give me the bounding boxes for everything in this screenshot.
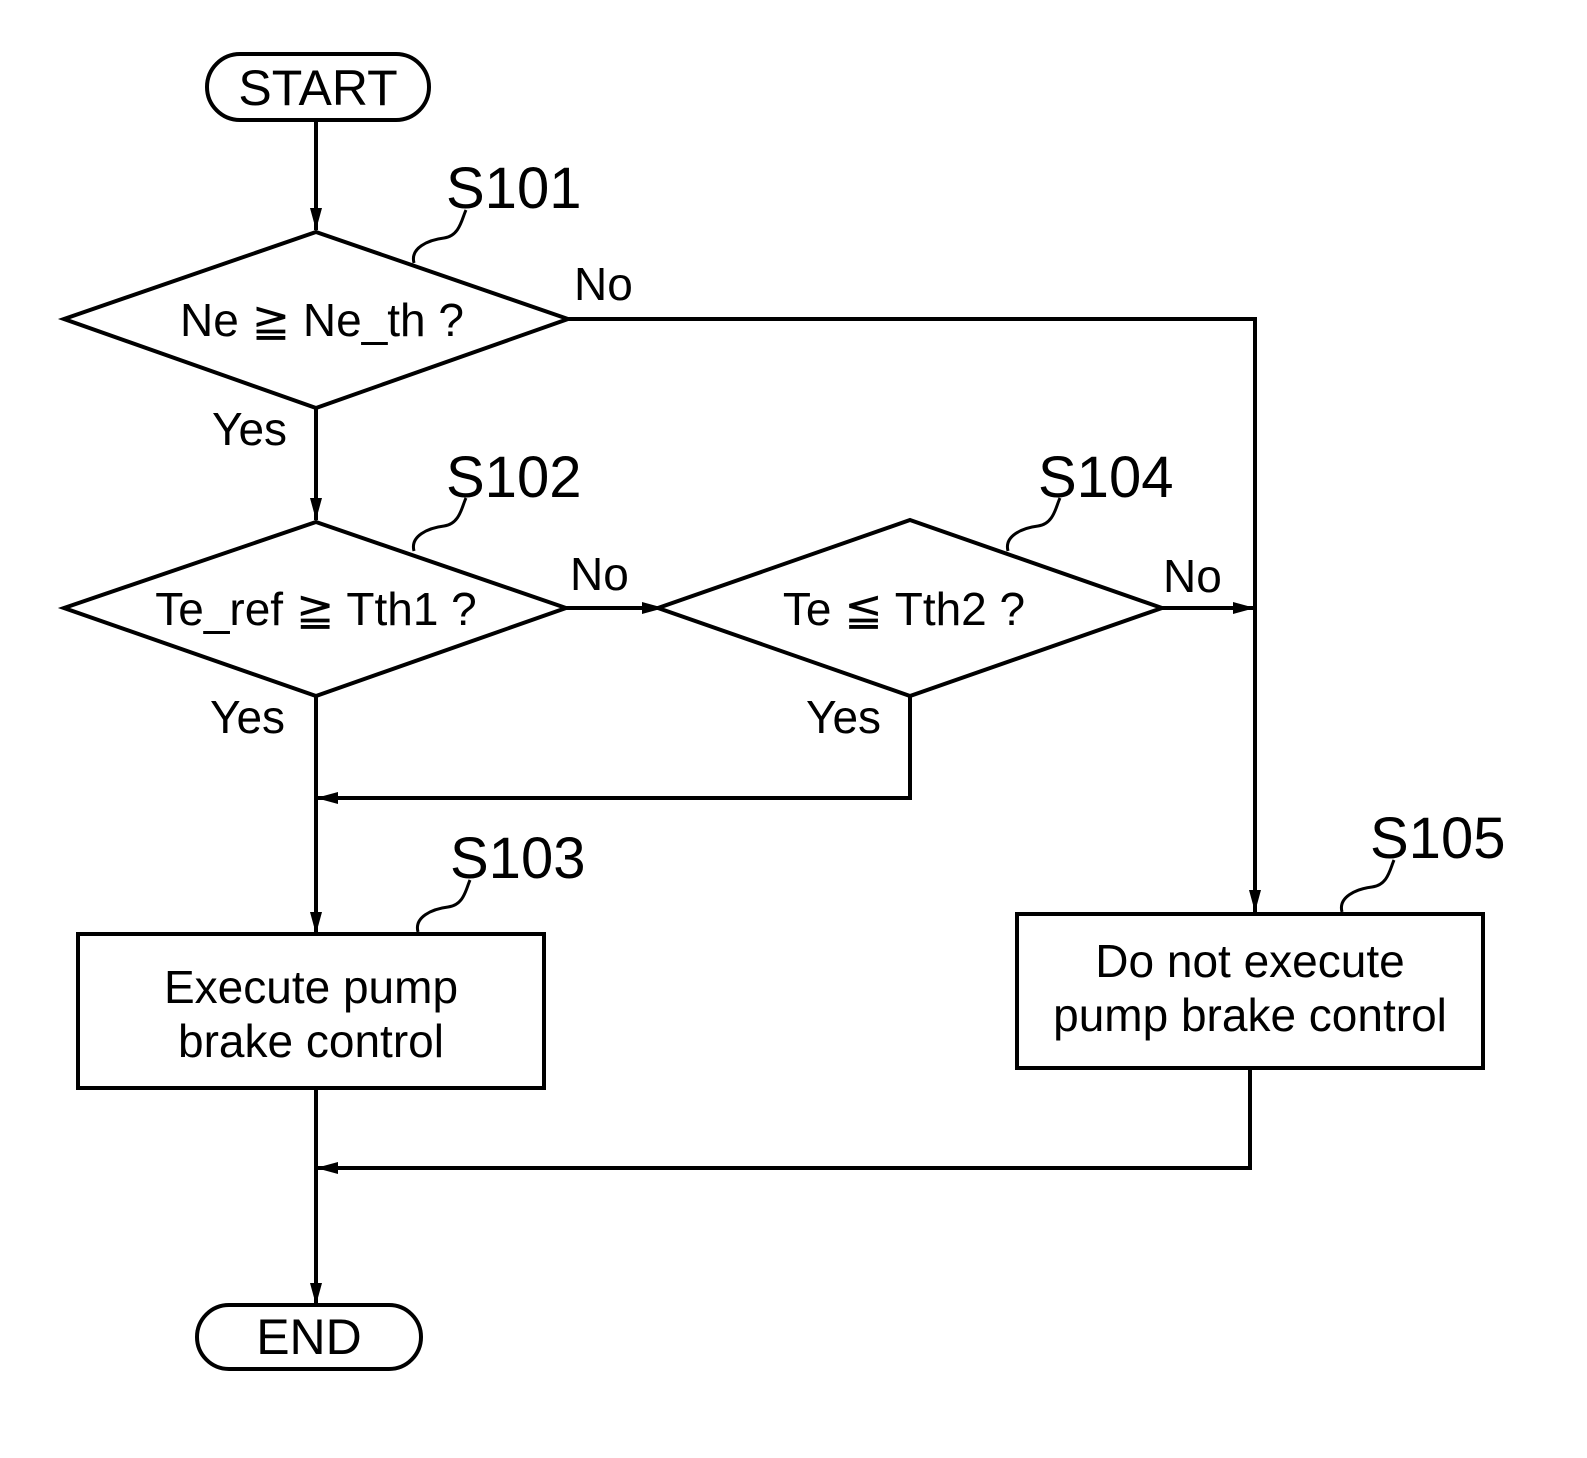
- s101-yes-label: Yes: [212, 403, 287, 455]
- s102-id: S102: [446, 445, 581, 510]
- s102-condition: Te_ref ≧ Tth1 ?: [155, 583, 477, 635]
- s104-no-label: No: [1163, 550, 1222, 602]
- s102-yes-label: Yes: [210, 691, 285, 743]
- s102-no-label: No: [570, 548, 629, 600]
- end-terminal: END: [197, 1305, 421, 1369]
- arrowhead-s101: [310, 208, 322, 230]
- process-s105: Do not execute pump brake control S105: [1017, 806, 1505, 1068]
- start-label: START: [238, 60, 397, 116]
- s101-id: S101: [446, 156, 581, 221]
- s105-text-line1: Do not execute: [1095, 935, 1404, 987]
- s101-no-label: No: [574, 258, 633, 310]
- process-s103: Execute pump brake control S103: [78, 826, 585, 1088]
- arrowhead-end: [310, 1283, 322, 1305]
- arrowhead-s103: [310, 912, 322, 934]
- start-terminal: START: [207, 54, 429, 120]
- s101-condition: Ne ≧ Ne_th ?: [180, 294, 464, 346]
- s104-condition: Te ≦ Tth2 ?: [783, 583, 1025, 635]
- decision-s101: Ne ≧ Ne_th ? S101 No Yes: [64, 156, 633, 455]
- s104-id: S104: [1038, 445, 1173, 510]
- s105-id: S105: [1370, 806, 1505, 871]
- arrowhead-s102: [310, 498, 322, 520]
- arrowhead-s105-join: [316, 1162, 338, 1174]
- decision-s102: Te_ref ≧ Tth1 ? S102 No Yes: [64, 445, 629, 743]
- arrowhead-s104-no-join: [1233, 602, 1255, 614]
- decision-s104: Te ≦ Tth2 ? S104 No Yes: [658, 445, 1222, 743]
- s104-yes-label: Yes: [806, 691, 881, 743]
- arrowhead-s105: [1249, 890, 1261, 912]
- s103-text-line1: Execute pump: [164, 961, 458, 1013]
- s103-text-line2: brake control: [178, 1015, 444, 1067]
- arrowhead-s104-yes-join: [316, 792, 338, 804]
- s103-id: S103: [450, 826, 585, 891]
- end-label: END: [256, 1309, 362, 1365]
- s105-text-line2: pump brake control: [1053, 989, 1447, 1041]
